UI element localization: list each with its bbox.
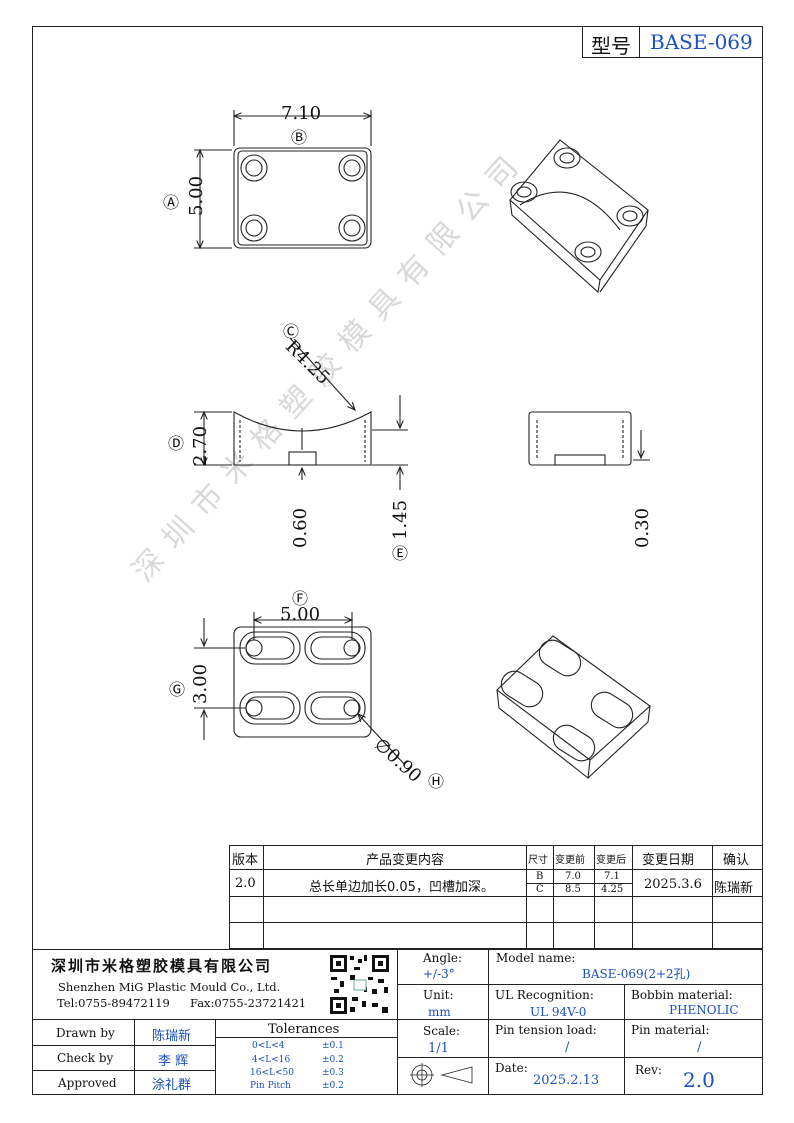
marker-a: Ⓐ <box>163 193 180 212</box>
marker-f: Ⓕ <box>292 589 309 608</box>
rev-header-confirm: 确认 <box>723 853 750 868</box>
date-value: 2025.2.13 <box>533 1073 600 1088</box>
rev-before-c: 8.5 <box>565 884 581 895</box>
ul-label: UL Recognition: <box>495 988 594 1002</box>
dim-pitch-y: 3.00 <box>190 663 211 704</box>
rev-dim-b: B <box>536 871 544 882</box>
rev-value: 2.0 <box>683 1068 715 1092</box>
bobbin-value: PHENOLIC <box>669 1003 739 1017</box>
marker-c: Ⓒ <box>283 322 300 341</box>
rev-header-version: 版本 <box>232 853 259 868</box>
tolerances-title: Tolerances <box>268 1022 340 1037</box>
tol-value-2: ±0.2 <box>322 1055 344 1065</box>
company-name-cn: 深圳市米格塑胶模具有限公司 <box>51 957 273 975</box>
marker-d: Ⓓ <box>168 434 185 453</box>
date-label: Date: <box>495 1061 528 1075</box>
marker-h: Ⓗ <box>428 772 445 791</box>
tol-value-4: ±0.2 <box>322 1081 344 1091</box>
pin-tension-label: Pin tension load: <box>495 1023 597 1037</box>
approved-name: 涂礼群 <box>152 1078 192 1093</box>
tol-range-3: 16<L<50 <box>250 1068 294 1078</box>
unit-label: Unit: <box>423 988 454 1002</box>
angle-value: +/-3° <box>423 967 455 981</box>
rev-version: 2.0 <box>235 876 256 891</box>
model-value: BASE-069 <box>650 30 753 54</box>
dim-width: 7.10 <box>281 103 322 124</box>
model-name-value: BASE-069(2+2孔) <box>582 967 691 981</box>
rev-label: Rev: <box>635 1063 662 1077</box>
rev-header-after: 变更后 <box>596 855 626 866</box>
drawn-by-label: Drawn by <box>56 1026 115 1040</box>
rev-before-b: 7.0 <box>565 871 581 882</box>
rev-after-b: 7.1 <box>604 871 620 882</box>
company-name-en: Shenzhen MiG Plastic Mould Co., Ltd. <box>58 980 281 994</box>
check-by-name: 李 辉 <box>158 1054 189 1069</box>
marker-b: Ⓑ <box>291 128 308 147</box>
dim-depth: 1.45 <box>390 499 411 540</box>
rev-content: 总长单边加长0.05，凹槽加深。 <box>309 880 494 895</box>
rev-date: 2025.3.6 <box>644 877 702 892</box>
model-value-cell: BASE-069 <box>639 26 763 58</box>
dim-height: 5.00 <box>186 175 207 216</box>
dim-side-gap: 0.30 <box>632 507 653 548</box>
bottom-view <box>194 612 406 766</box>
pin-material-label: Pin material: <box>631 1023 710 1037</box>
rev-confirm: 陈瑞新 <box>714 881 754 896</box>
dim-groove: 0.60 <box>290 507 311 548</box>
dim-total-height: 2.70 <box>190 425 211 466</box>
rev-after-c: 4.25 <box>601 884 624 895</box>
tol-range-4: Pin Pitch <box>250 1081 291 1091</box>
company-fax: Fax:0755-23721421 <box>190 996 307 1010</box>
top-view <box>194 110 371 248</box>
pin-tension-value: / <box>565 1040 570 1055</box>
tol-range-2: 4<L<16 <box>252 1055 291 1065</box>
tol-value-3: ±0.3 <box>322 1068 344 1078</box>
model-label: 型号 <box>591 34 631 58</box>
angle-label: Angle: <box>423 951 463 965</box>
iso-view-bottom <box>496 635 651 780</box>
rev-header-dim: 尺寸 <box>528 855 548 866</box>
iso-view-top <box>509 139 649 294</box>
rev-dim-c: C <box>536 884 544 895</box>
tol-range-1: 0<L<4 <box>252 1041 285 1051</box>
marker-e: Ⓔ <box>392 544 409 563</box>
dim-pitch-x: 5.00 <box>280 604 321 625</box>
rev-header-date: 变更日期 <box>642 853 695 868</box>
rev-header-before: 变更前 <box>555 855 585 866</box>
bobbin-label: Bobbin material: <box>631 988 733 1002</box>
scale-label: Scale: <box>423 1024 461 1038</box>
unit-value: mm <box>428 1005 451 1019</box>
projection-symbol-icon <box>410 1063 473 1087</box>
company-tel: Tel:0755-89472119 <box>57 996 170 1010</box>
rev-header-content: 产品变更内容 <box>366 853 445 868</box>
approved-label: Approved <box>58 1076 117 1090</box>
check-by-label: Check by <box>57 1051 114 1065</box>
qr-code <box>328 953 391 1016</box>
model-label-cell: 型号 <box>582 26 640 58</box>
front-view <box>194 337 408 490</box>
ul-value: UL 94V-0 <box>530 1005 587 1019</box>
marker-g: Ⓖ <box>169 680 186 699</box>
model-name-label: Model name: <box>496 951 576 965</box>
pin-material-value: / <box>697 1040 702 1055</box>
scale-value: 1/1 <box>428 1041 449 1056</box>
side-view <box>528 411 650 466</box>
tol-value-1: ±0.1 <box>322 1041 344 1051</box>
drawn-by-name: 陈瑞新 <box>152 1029 192 1044</box>
